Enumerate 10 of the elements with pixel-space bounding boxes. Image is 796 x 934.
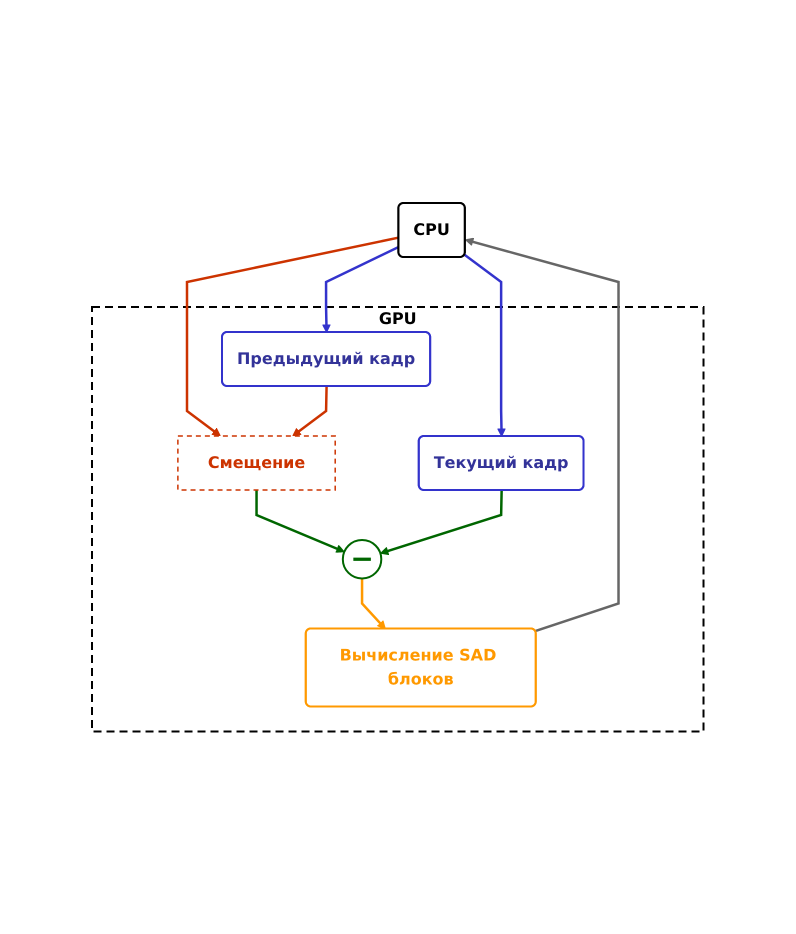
arrow <box>465 237 620 632</box>
arrow <box>464 254 506 437</box>
arrow <box>322 246 400 333</box>
arrow <box>380 490 504 555</box>
node-box: Смещение <box>177 435 336 490</box>
arrow <box>292 386 328 436</box>
node-circle: − <box>342 538 383 580</box>
arrow <box>186 236 400 436</box>
arrow <box>361 578 386 630</box>
arrow <box>256 490 345 553</box>
